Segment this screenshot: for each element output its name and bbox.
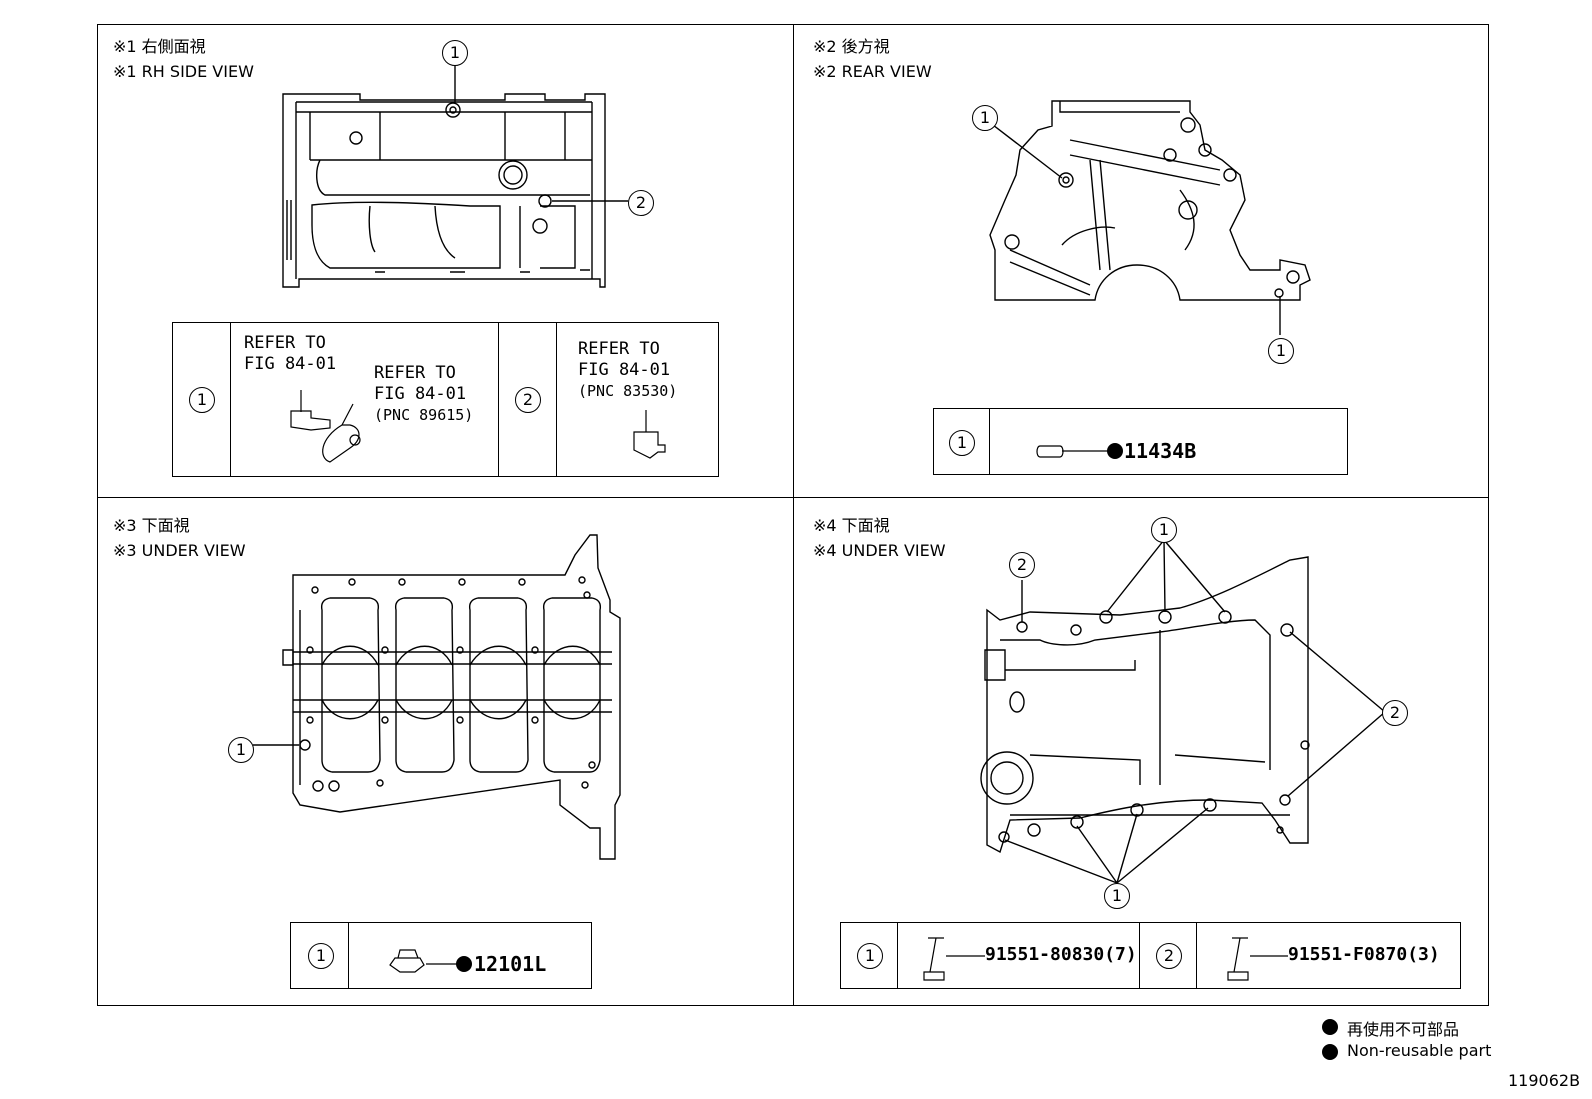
view3-parts-table	[290, 922, 592, 989]
view4-table-callout-2: 2	[1156, 943, 1182, 969]
view1-table-callout-1: 1	[189, 387, 215, 413]
callout-1-view2-top: 1	[972, 105, 998, 131]
view1-cell-callout2	[499, 323, 557, 476]
refer-b-line2: FIG 84-01	[374, 384, 467, 404]
callout-1-view4-top: 1	[1151, 517, 1177, 543]
callout-2-view4-right: 2	[1382, 700, 1408, 726]
view4-parts-table	[840, 922, 1461, 989]
view2-title-jp: ※2 後方視	[813, 37, 890, 56]
view1-cell-callout1	[173, 323, 231, 476]
refer-c-line2: FIG 84-01	[578, 360, 671, 380]
view1-cell-parts1	[231, 323, 499, 476]
view4-part-number-1: 91551-80830(7)	[985, 944, 1137, 965]
refer-c-pnc: (PNC 83530)	[578, 382, 678, 400]
callout-2-view1: 2	[628, 190, 654, 216]
legend-jp: 再使用不可部品	[1347, 1020, 1460, 1039]
view3-table-callout-1: 1	[308, 943, 334, 969]
view4-cell-callout2	[1140, 923, 1197, 988]
view1-title-jp: ※1 右側面視	[113, 37, 206, 56]
view1-title-en: ※1 RH SIDE VIEW	[113, 62, 254, 81]
view2-table-callout-1: 1	[949, 430, 975, 456]
view1-parts-table	[172, 322, 719, 477]
view2-cell-callout	[934, 409, 990, 474]
view4-title-en: ※4 UNDER VIEW	[813, 541, 946, 560]
callout-1-view1: 1	[442, 40, 468, 66]
figure-id: 119062B	[1508, 1071, 1581, 1090]
horizontal-divider	[97, 497, 1489, 498]
refer-b-line1: REFER TO	[374, 363, 456, 383]
refer-b-pnc: (PNC 89615)	[374, 406, 474, 424]
legend-en: Non-reusable part	[1347, 1041, 1492, 1060]
callout-2-view4-left: 2	[1009, 552, 1035, 578]
view4-part-number-2: 91551-F0870(3)	[1288, 944, 1440, 965]
vertical-divider	[793, 24, 794, 1006]
rear-view-block	[989, 100, 1311, 301]
under-view-block-left	[282, 534, 621, 860]
view4-table-callout-1: 1	[857, 943, 883, 969]
part-sketches	[290, 390, 1288, 981]
view2-parts-table	[933, 408, 1348, 475]
under-view-block-right	[980, 556, 1310, 854]
view2-part-number: 11434B	[1124, 439, 1197, 463]
view1-table-callout-2: 2	[515, 387, 541, 413]
refer-a-line1: REFER TO	[244, 333, 326, 353]
callout-1-view2-bottom: 1	[1268, 338, 1294, 364]
view3-title-jp: ※3 下面視	[113, 516, 190, 535]
callout-1-view4-bottom: 1	[1104, 883, 1130, 909]
view4-cell-callout1	[841, 923, 898, 988]
non-reusable-dot-icon	[1322, 1044, 1338, 1060]
refer-a-line2: FIG 84-01	[244, 354, 337, 374]
rh-side-view-block	[282, 93, 606, 288]
view3-title-en: ※3 UNDER VIEW	[113, 541, 246, 560]
refer-c-line1: REFER TO	[578, 339, 660, 359]
callout-1-view3: 1	[228, 737, 254, 763]
view3-part-number: 12101L	[474, 952, 547, 976]
non-reusable-dot-icon	[1322, 1019, 1338, 1035]
view3-cell-callout	[291, 923, 349, 988]
view4-title-jp: ※4 下面視	[813, 516, 890, 535]
view2-title-en: ※2 REAR VIEW	[813, 62, 932, 81]
view4-cell-part1	[898, 923, 1140, 988]
